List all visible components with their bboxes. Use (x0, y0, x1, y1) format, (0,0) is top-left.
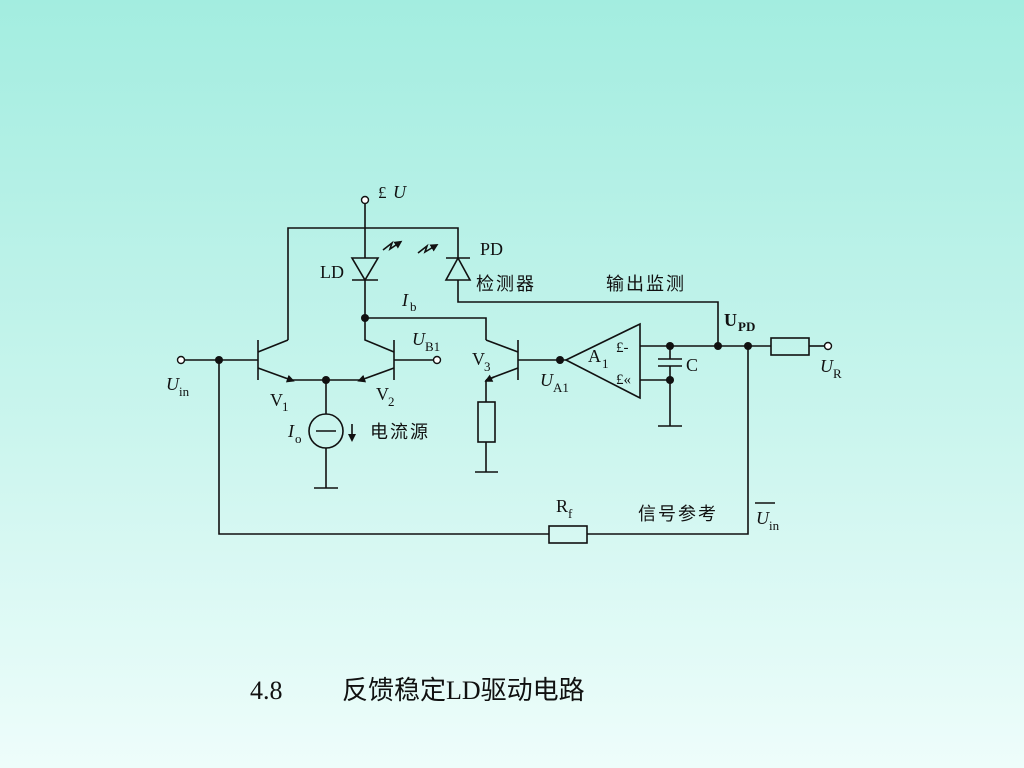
svg-text:A1: A1 (553, 380, 569, 395)
v1-label: V 1 (270, 390, 289, 414)
svg-text:£: £ (378, 183, 387, 202)
svg-text:PD: PD (738, 319, 755, 334)
junction-dot (556, 356, 564, 364)
plus-input-label: £« (616, 372, 631, 388)
top-rail-wire (287, 227, 459, 340)
svg-text:U: U (412, 329, 426, 349)
svg-text:1: 1 (602, 356, 609, 371)
transistor-v1 (257, 339, 295, 383)
signal-reference-label: 信号参考 (638, 504, 718, 524)
output-resistor (718, 337, 825, 356)
svg-text:b: b (410, 299, 417, 314)
svg-text:U: U (724, 310, 737, 330)
ld-label: LD (320, 262, 344, 282)
uin-label: U in (166, 374, 190, 399)
ib-wire (365, 317, 487, 340)
svg-text:B1: B1 (425, 339, 440, 354)
svg-text:U: U (820, 356, 834, 376)
svg-text:f: f (568, 506, 573, 521)
v3-label: V 3 (472, 349, 491, 374)
uin-bar-label: U in (755, 502, 780, 533)
transistor-v3 (475, 339, 566, 473)
ua1-label: U A1 (540, 370, 569, 395)
svg-text:U: U (540, 370, 554, 390)
svg-text:U: U (393, 182, 407, 202)
capacitor-c (658, 346, 682, 427)
svg-text:1: 1 (282, 399, 289, 414)
svg-text:in: in (179, 384, 190, 399)
ub1-terminal (432, 355, 442, 365)
ur-terminal (823, 341, 833, 351)
junction-dot (666, 376, 674, 384)
supply-terminal (360, 195, 370, 228)
svg-text:3: 3 (484, 359, 491, 374)
ur-label: U R (820, 356, 842, 381)
svg-text:V: V (270, 390, 283, 410)
a1-label: A 1 (588, 346, 609, 371)
svg-text:2: 2 (388, 394, 395, 409)
upd-label: U PD (724, 310, 755, 334)
transistor-v2 (357, 318, 395, 383)
current-source-label: 电流源 (370, 422, 430, 442)
svg-text:V: V (472, 349, 485, 369)
svg-text:I: I (401, 290, 409, 310)
pd-label: PD (480, 239, 503, 259)
output-monitor-label: 输出监测 (606, 274, 686, 294)
svg-text:R: R (833, 366, 842, 381)
junction-dot (666, 342, 674, 350)
minus-input-label: £- (616, 340, 629, 356)
figure-title: 反馈稳定LD驱动电路 (342, 676, 585, 705)
op-amp-a1 (564, 322, 718, 400)
rf-label: R f (556, 496, 573, 521)
ib-label: I b (401, 290, 417, 314)
svg-text:R: R (556, 496, 568, 516)
v2-label: V 2 (376, 384, 395, 409)
feedback-resistor-rf (218, 346, 749, 544)
light-coupling-arrows (382, 240, 439, 254)
figure-number: 4.8 (250, 676, 283, 705)
figure-caption: 4.8 反馈稳定LD驱动电路 (250, 670, 585, 707)
current-source-io (308, 380, 356, 489)
svg-text:U: U (756, 508, 770, 528)
svg-text:V: V (376, 384, 389, 404)
svg-text:in: in (769, 518, 780, 533)
svg-text:o: o (295, 431, 302, 446)
svg-text:U: U (166, 374, 180, 394)
supply-label: £ U (378, 182, 407, 202)
ub1-label: U B1 (412, 329, 440, 354)
laser-diode-ld (350, 228, 380, 318)
io-label: I o (287, 421, 302, 446)
svg-text:I: I (287, 421, 295, 441)
uin-terminal (176, 355, 186, 365)
photodiode-pd (444, 256, 719, 346)
detector-label: 检测器 (476, 274, 536, 294)
capacitor-label: C (686, 355, 698, 375)
svg-text:A: A (588, 346, 601, 366)
